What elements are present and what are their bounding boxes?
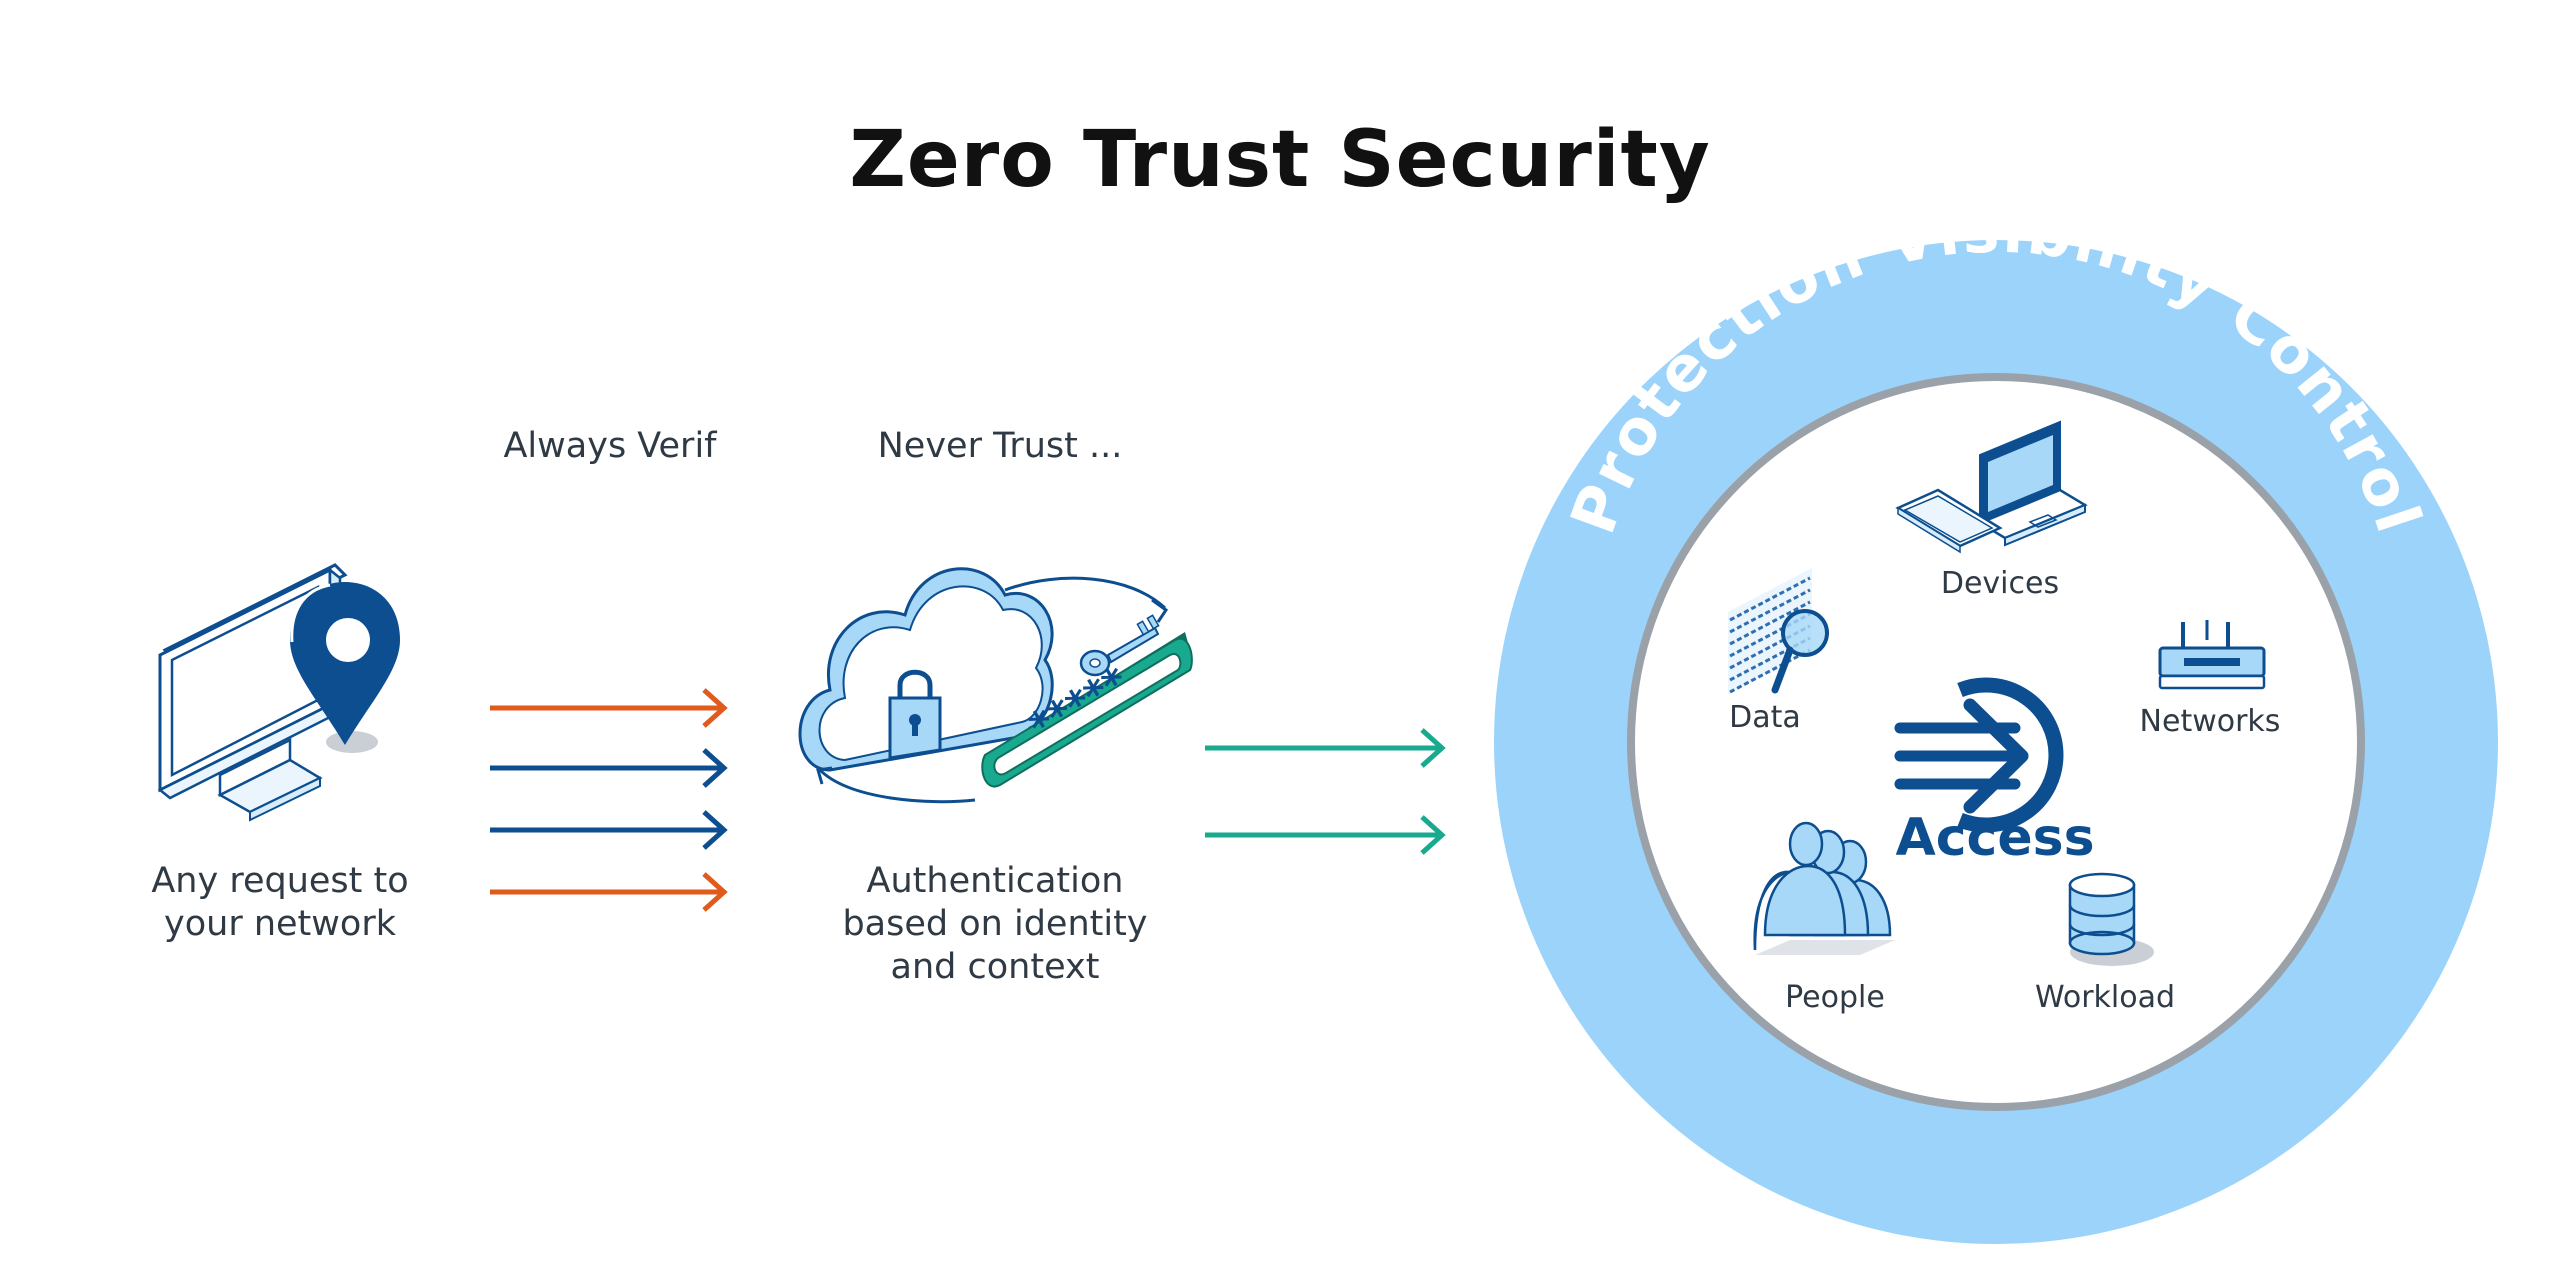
workload-label: Workload: [2034, 980, 2176, 1015]
people-icon: [1753, 821, 1895, 955]
access-label: Access: [1895, 808, 2095, 868]
authentication-label-line-2: based on identity: [842, 904, 1148, 944]
arrow-blue-1: [490, 748, 728, 788]
never-trust-label: Never Trust ...: [877, 426, 1123, 466]
arrow-teal-2: [1205, 815, 1446, 855]
arrow-orange-2: [490, 872, 728, 912]
access-arrows: [1205, 728, 1446, 855]
authentication-label-line-3: and context: [890, 947, 1100, 987]
key-icon: [1079, 614, 1160, 677]
authentication-label-line-1: Authentication: [866, 861, 1124, 901]
database-icon: [2068, 872, 2154, 966]
always-verify-label: Always Verif: [503, 426, 717, 466]
arrow-teal-1: [1205, 728, 1446, 768]
request-label: Any request to your network: [100, 860, 460, 946]
magnifier-icon: [1771, 609, 1829, 694]
request-label-line-2: your network: [164, 904, 396, 944]
request-arrows: [490, 688, 728, 912]
networks-label: Networks: [2139, 704, 2281, 739]
arrow-blue-2: [490, 810, 728, 850]
page-title: Zero Trust Security: [849, 115, 1711, 205]
authentication-label: Authentication based on identity and con…: [810, 860, 1180, 989]
request-label-line-1: Any request to: [151, 861, 409, 901]
router-icon: [2158, 620, 2266, 690]
data-label: Data: [1729, 700, 1801, 735]
padlock-icon: [888, 669, 942, 760]
arrow-orange-1: [490, 688, 728, 728]
devices-label: Devices: [1940, 566, 2060, 601]
phone-icon: [1895, 488, 2003, 554]
sync-arrows-icon: [816, 576, 1169, 804]
location-pin-icon: [290, 582, 400, 753]
cloud-icon: [798, 567, 1054, 772]
people-label: People: [1785, 980, 1885, 1015]
login-icon: [1894, 677, 2064, 833]
protection-ring: Protection Visibility Control: [1494, 194, 2498, 1244]
laptop-icon: [1977, 420, 2088, 547]
monitor-icon: [157, 563, 348, 822]
